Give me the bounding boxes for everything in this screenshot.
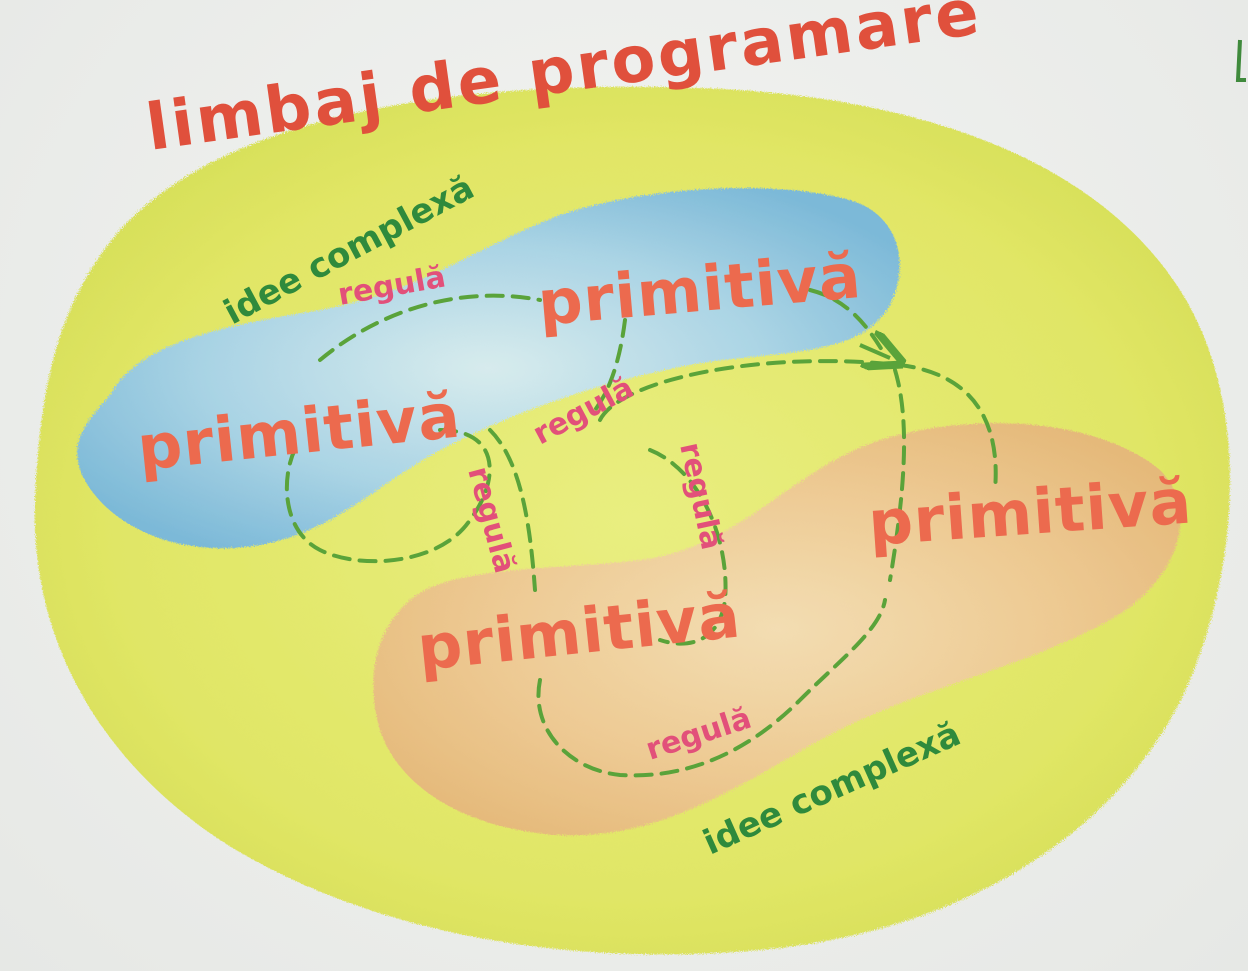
connection-vertical: [593, 318, 627, 412]
complex-idea-region-blue: [77, 188, 900, 549]
connection-blue-top: [318, 293, 542, 362]
connection-center-down: [488, 428, 537, 592]
connection-right-loop: [648, 448, 728, 646]
language-region: [34, 86, 1231, 955]
connection-right-drop: [888, 368, 907, 582]
edge-mark: [1235, 39, 1246, 82]
arrow-to-right-primitive: [859, 345, 890, 358]
connection-bottom-loop: [536, 598, 887, 778]
connection-middle-loop: [284, 428, 492, 564]
complex-idea-region-orange: [373, 423, 1181, 836]
